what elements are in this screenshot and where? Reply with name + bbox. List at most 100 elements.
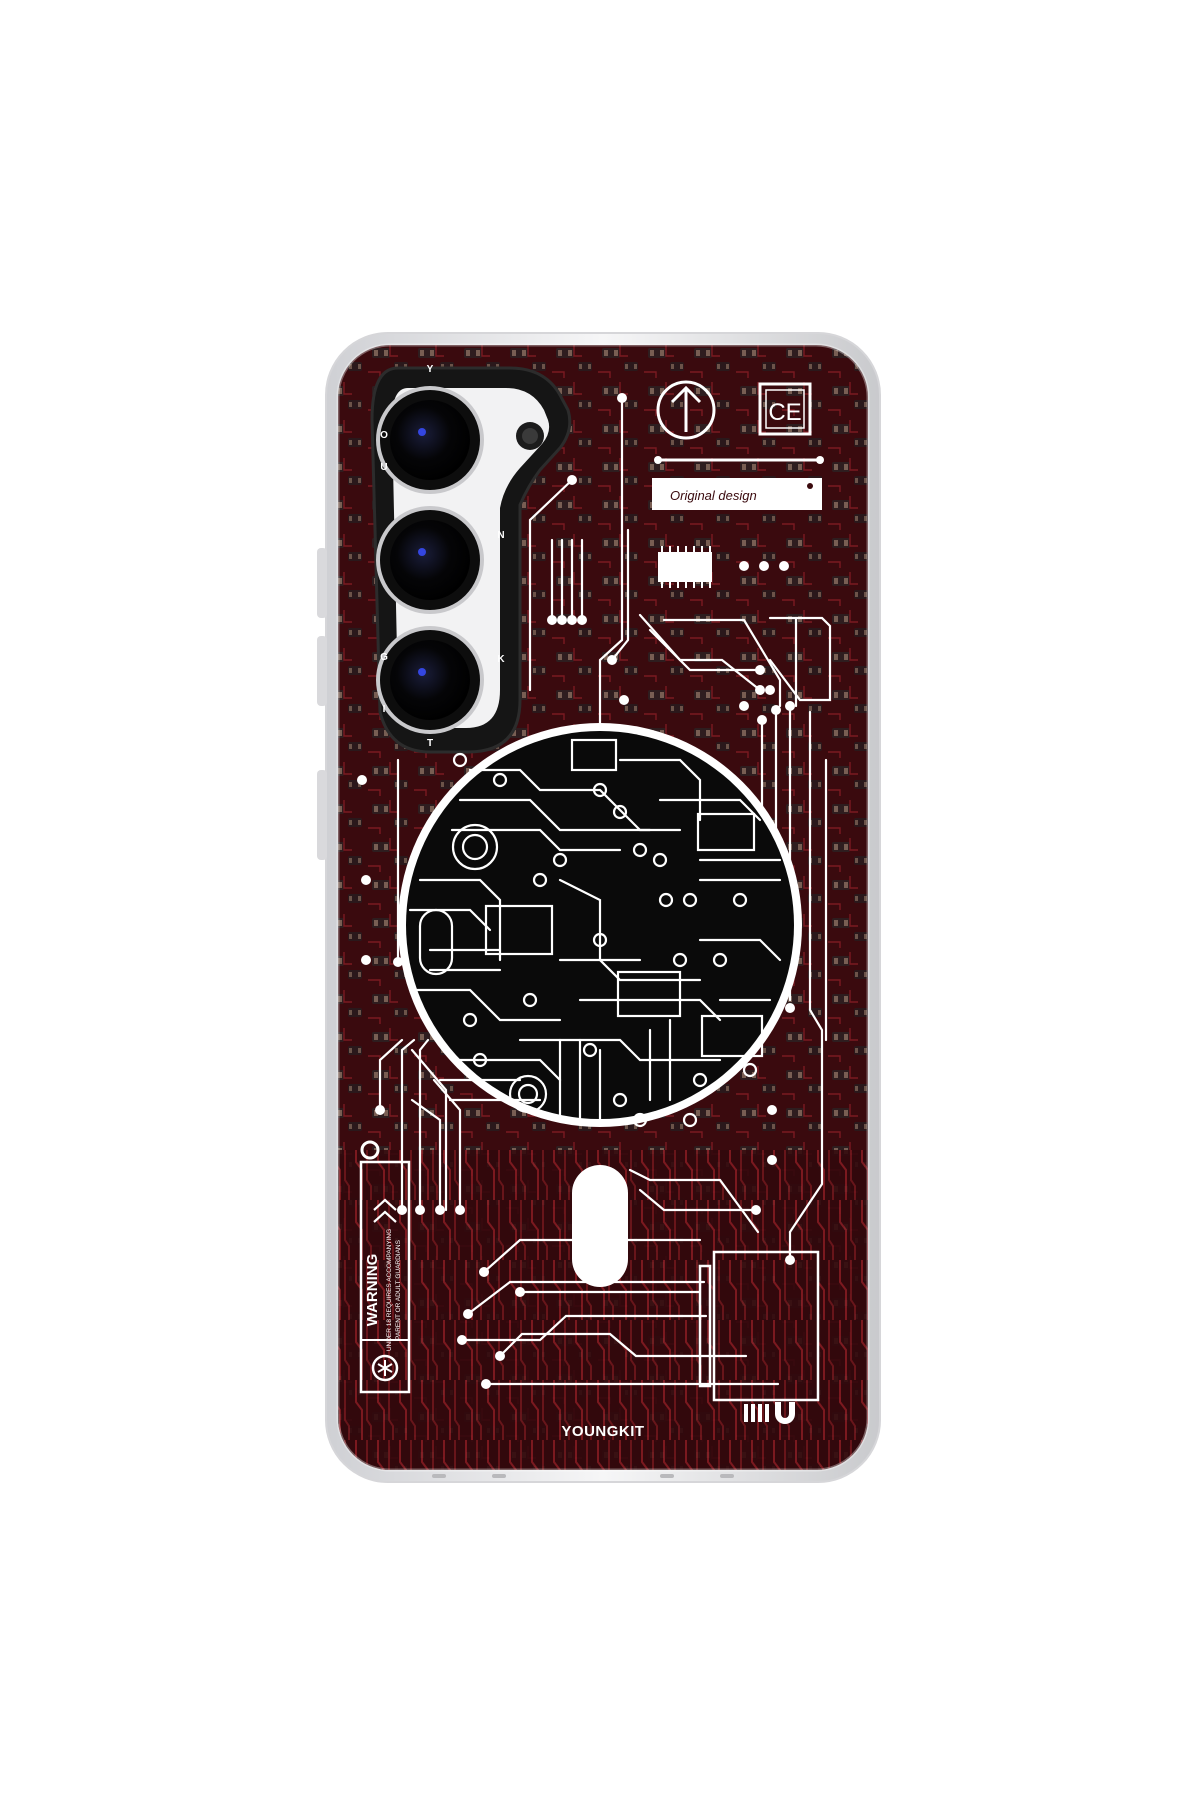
ring-letter: N xyxy=(497,530,504,541)
ring-letter: O xyxy=(380,430,388,441)
circuit-trace xyxy=(410,1098,442,1212)
disc-trace xyxy=(578,998,722,1022)
disc-node xyxy=(742,1062,758,1078)
disc-node xyxy=(632,1112,648,1128)
trace-node xyxy=(767,1155,777,1165)
trace-node xyxy=(785,1255,795,1265)
trace-node xyxy=(397,1205,407,1215)
trace-node xyxy=(751,1205,761,1215)
disc-trace xyxy=(408,988,562,1022)
trace-node xyxy=(457,1335,467,1345)
disc-trace xyxy=(698,938,782,962)
circuit-trace xyxy=(378,1038,404,1112)
ce-mark-text: CE xyxy=(768,399,801,426)
circuit-trace xyxy=(638,1188,758,1212)
trace-node xyxy=(479,1267,489,1277)
disc-node xyxy=(692,1072,708,1088)
disc-node xyxy=(472,1052,488,1068)
volume-button-top xyxy=(317,548,327,618)
circuit-trace xyxy=(788,710,824,1234)
disc-chip xyxy=(700,1014,764,1058)
alignment-pill xyxy=(572,1165,628,1287)
disc-node xyxy=(522,992,538,1008)
disc-node xyxy=(582,1042,598,1058)
circuit-trace xyxy=(610,528,630,662)
disc-ring xyxy=(508,1074,548,1114)
power-button xyxy=(317,770,327,860)
disc-chip xyxy=(696,812,756,852)
disc-node xyxy=(612,804,628,820)
trace-node xyxy=(375,1105,385,1115)
ring-letter: I xyxy=(383,704,386,715)
circuit-trace xyxy=(482,1238,702,1274)
volume-button-mid xyxy=(317,636,327,706)
disc-node xyxy=(592,782,608,798)
disc-chip xyxy=(484,904,554,956)
circuit-trace xyxy=(598,396,624,742)
circuit-trace xyxy=(648,628,762,672)
disc-node xyxy=(658,892,674,908)
original-design-label: Original design xyxy=(670,488,757,503)
disc-trace xyxy=(458,798,652,832)
trace-node xyxy=(415,1205,425,1215)
flash xyxy=(516,422,544,450)
disc-ring xyxy=(517,1083,539,1105)
trace-node xyxy=(495,1351,505,1361)
disc-node xyxy=(532,872,548,888)
disc-ring xyxy=(451,823,499,871)
trace-node xyxy=(607,655,617,665)
ce-mark: CE xyxy=(758,382,812,436)
trace-node xyxy=(757,715,767,725)
camera-lens-1 xyxy=(376,386,484,494)
circuit-trace xyxy=(410,1048,448,1212)
disc-node xyxy=(682,1112,698,1128)
ring-letter: U xyxy=(380,462,387,473)
trace-node xyxy=(619,695,629,705)
magnetic-ring-disc xyxy=(398,723,802,1128)
disc-node xyxy=(732,892,748,908)
disc-trace xyxy=(418,878,502,962)
trace-node xyxy=(481,1379,491,1389)
disc-node xyxy=(462,1012,478,1028)
trace-node xyxy=(771,705,781,715)
trace-node xyxy=(557,615,567,625)
recycle-symbol xyxy=(656,380,716,440)
disc-trace xyxy=(518,1038,722,1062)
brand-logo-text: YOUNGKIT xyxy=(561,1423,644,1440)
disc-chip xyxy=(570,738,618,772)
circuit-trace xyxy=(662,618,782,708)
circuit-trace xyxy=(628,1168,760,1234)
trace-node xyxy=(765,685,775,695)
trace-node xyxy=(361,875,371,885)
trace-node xyxy=(435,1205,445,1215)
trace-node xyxy=(547,615,557,625)
disc-node xyxy=(612,1092,628,1108)
disc-node xyxy=(452,752,468,768)
circuit-trace xyxy=(418,1038,430,1212)
trace-node xyxy=(567,475,577,485)
trace-node xyxy=(785,1003,795,1013)
trace-node xyxy=(785,701,795,711)
warning-body-line-2: PARENT OR ADULT GUARDIANS xyxy=(395,1239,402,1340)
trace-node xyxy=(767,1105,777,1115)
trace-node xyxy=(463,1309,473,1319)
ring-letter: K xyxy=(497,654,505,665)
circuit-trace xyxy=(528,478,574,692)
disc-slot xyxy=(418,908,454,976)
ring-letter: Y xyxy=(427,364,434,375)
disc-node xyxy=(492,772,508,788)
disc-node xyxy=(712,952,728,968)
case-bottom-cutouts xyxy=(432,1474,734,1478)
disc-node xyxy=(672,952,688,968)
trace-node xyxy=(617,393,627,403)
trace-node xyxy=(577,615,587,625)
trace-node xyxy=(393,957,403,967)
logo-mark-icon xyxy=(744,1402,795,1424)
ring-letter: G xyxy=(380,652,388,663)
camera-lens-2 xyxy=(376,506,484,614)
circuit-trace xyxy=(432,1078,462,1212)
design-label: Original design xyxy=(652,456,824,510)
